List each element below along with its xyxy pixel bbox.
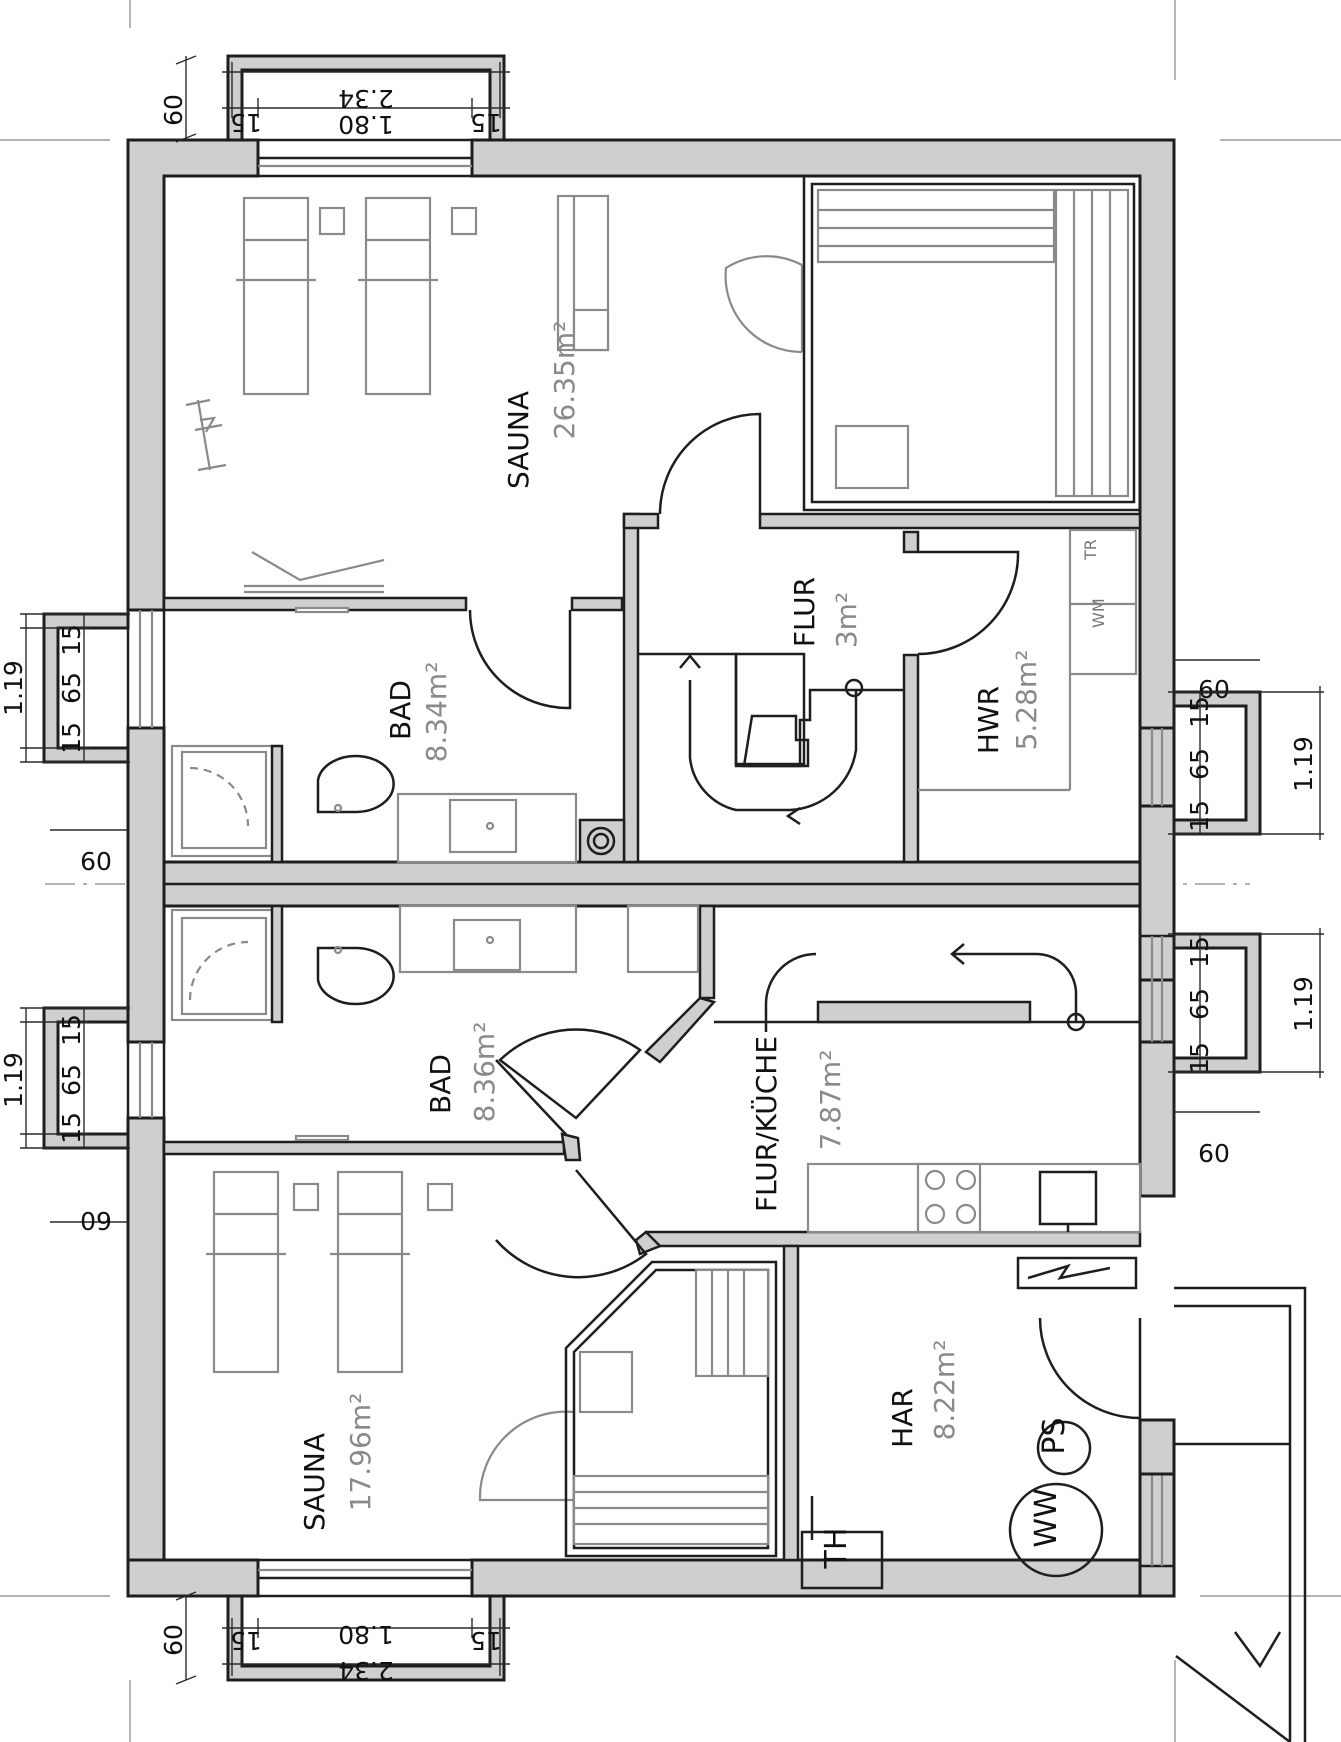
room-bad-bottom-area: 8.36m² — [468, 1022, 501, 1123]
har-fixtures: PS WW TH — [800, 1256, 1138, 1590]
left-lower-reveal-b: 15 — [57, 1112, 86, 1144]
room-har-name: HAR — [886, 1388, 919, 1448]
top-depth: 60 — [159, 94, 188, 126]
right-upper-opening: 65 — [1185, 748, 1214, 780]
top-window-width: 2.34 — [338, 84, 394, 113]
room-sauna-bottom-name: SAUNA — [298, 1433, 331, 1531]
right-upper-reveal-b: 15 — [1185, 800, 1214, 832]
th-label: TH — [819, 1528, 854, 1570]
left-upper-reveal-a: 15 — [57, 624, 86, 656]
left-lower-reveal-a: 15 — [57, 1014, 86, 1046]
right-lower-depth: 09 — [1198, 1138, 1230, 1167]
top-reveal-left: 15 — [230, 108, 262, 137]
hwr-fixtures: TR WM — [918, 528, 1138, 792]
room-hwr-name: HWR — [972, 686, 1005, 754]
room-flur-top-area: 3m² — [830, 592, 863, 648]
sauna-bottom-fixtures — [206, 1170, 778, 1558]
right-lower-opening: 65 — [1185, 988, 1214, 1020]
room-hwr-area: 5.28m² — [1010, 650, 1043, 751]
right-upper-width: 1.19 — [1289, 736, 1318, 792]
ps-label: PS — [1037, 1417, 1072, 1454]
bad-bottom-fixtures — [170, 904, 700, 1142]
left-lower-depth: 09 — [80, 1207, 112, 1236]
bottom-reveal-left: 15 — [230, 1626, 262, 1655]
room-sauna-top-name: SAUNA — [502, 391, 535, 489]
room-sauna-bottom-area: 17.96m² — [344, 1393, 377, 1512]
left-upper-width: 1.19 — [0, 660, 28, 716]
washer-label: WM — [1089, 598, 1108, 628]
water-heater-label: WW — [1029, 1488, 1064, 1547]
room-har-area: 8.22m² — [928, 1340, 961, 1441]
left-upper-opening: 65 — [57, 672, 86, 704]
dryer-label: TR — [1081, 539, 1100, 561]
left-upper-depth: 09 — [80, 846, 112, 875]
right-upper-reveal-a: 15 — [1185, 696, 1214, 728]
bottom-reveal-right: 15 — [470, 1626, 502, 1655]
ps-symbol — [1036, 1420, 1092, 1476]
left-lower-width: 1.19 — [0, 1052, 28, 1108]
top-reveal-right: 15 — [470, 108, 502, 137]
flur-top-stairs — [638, 652, 904, 826]
room-flur-kueche-name: FLUR/KÜCHE — [749, 1036, 783, 1212]
left-lower-opening: 65 — [57, 1064, 86, 1096]
right-upper-depth: 09 — [1198, 674, 1230, 703]
room-bad-top-area: 8.34m² — [420, 662, 453, 763]
room-flur-kueche-area: 7.87m² — [814, 1050, 847, 1151]
room-labels: SAUNA 26.35m² BAD 8.34m² FLUR 3m² HWR 5.… — [298, 321, 1043, 1531]
bad-top-fixtures — [170, 744, 626, 864]
sauna-top-fixtures — [185, 174, 1142, 614]
kueche-fixtures — [714, 943, 1142, 1234]
room-flur-top-name: FLUR — [788, 577, 821, 647]
room-sauna-top-area: 26.35m² — [548, 321, 581, 440]
bottom-window-opening: 1.80 — [338, 1620, 394, 1649]
doors — [468, 255, 1142, 1502]
dimensions: 2.34 1.80 15 15 60 1.80 2.34 15 15 60 1.… — [0, 55, 1324, 1685]
bottom-window-width: 2.34 — [338, 1656, 394, 1685]
right-lower-width: 1.19 — [1289, 976, 1318, 1032]
right-lower-reveal-a: 15 — [1185, 936, 1214, 968]
left-upper-reveal-b: 15 — [57, 722, 86, 754]
room-bad-bottom-name: BAD — [424, 1054, 457, 1114]
bottom-depth: 60 — [159, 1624, 188, 1656]
water-heater-symbol — [1008, 1482, 1104, 1578]
partitions — [162, 512, 1142, 1562]
top-window-opening: 1.80 — [338, 110, 394, 139]
room-bad-top-name: BAD — [384, 680, 417, 740]
right-lower-reveal-b: 15 — [1185, 1042, 1214, 1074]
